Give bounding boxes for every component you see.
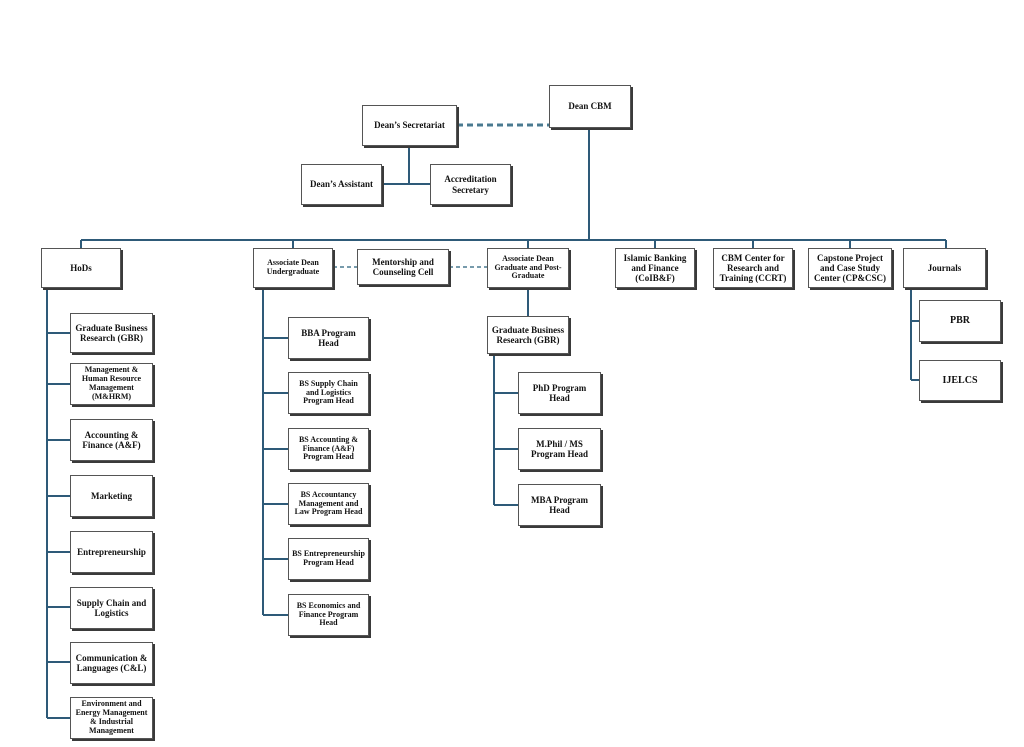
hods-box: HoDs xyxy=(41,248,121,288)
ug-program-box: BS Entrepreneurship Program Head xyxy=(288,538,369,580)
hod-dept-box: Graduate Business Research (GBR) xyxy=(70,313,153,353)
hod-dept-box: Supply Chain and Logistics xyxy=(70,587,153,629)
hod-dept-box: Marketing xyxy=(70,475,153,517)
ug-program-box: BBA Program Head xyxy=(288,317,369,359)
hod-dept-box: Management & Human Resource Management (… xyxy=(70,363,153,405)
hod-dept-box: Communication & Languages (C&L) xyxy=(70,642,153,684)
journal-box: IJELCS xyxy=(919,360,1001,401)
hod-dept-box: Entrepreneurship xyxy=(70,531,153,573)
ccrt-box: CBM Center for Research and Training (CC… xyxy=(713,248,793,288)
journal-box: PBR xyxy=(919,300,1001,342)
ug-program-box: BS Accounting & Finance (A&F) Program He… xyxy=(288,428,369,470)
hod-dept-box: Accounting & Finance (A&F) xyxy=(70,419,153,461)
capstone-box: Capstone Project and Case Study Center (… xyxy=(808,248,892,288)
accreditation-box: Accreditation Secretary xyxy=(430,164,511,205)
assoc-dean-ug-box: Associate Dean Undergraduate xyxy=(253,248,333,288)
hod-dept-box: Environment and Energy Management & Indu… xyxy=(70,697,153,739)
ug-program-box: BS Supply Chain and Logistics Program He… xyxy=(288,372,369,414)
pg-gbr-box: Graduate Business Research (GBR) xyxy=(487,316,569,354)
islamic-banking-box: Islamic Banking and Finance (CoIB&F) xyxy=(615,248,695,288)
pg-program-box: PhD Program Head xyxy=(518,372,601,414)
secretariat-box: Dean’s Secretariat xyxy=(362,105,457,146)
assoc-dean-pg-box: Associate Dean Graduate and Post-Graduat… xyxy=(487,248,569,288)
dean-box: Dean CBM xyxy=(549,85,631,128)
pg-program-box: MBA Program Head xyxy=(518,484,601,526)
pg-program-box: M.Phil / MS Program Head xyxy=(518,428,601,470)
ug-program-box: BS Accountancy Management and Law Progra… xyxy=(288,483,369,525)
assistant-box: Dean’s Assistant xyxy=(301,164,382,205)
mentorship-box: Mentorship and Counseling Cell xyxy=(357,249,449,285)
journals-box: Journals xyxy=(903,248,986,288)
ug-program-box: BS Economics and Finance Program Head xyxy=(288,594,369,636)
